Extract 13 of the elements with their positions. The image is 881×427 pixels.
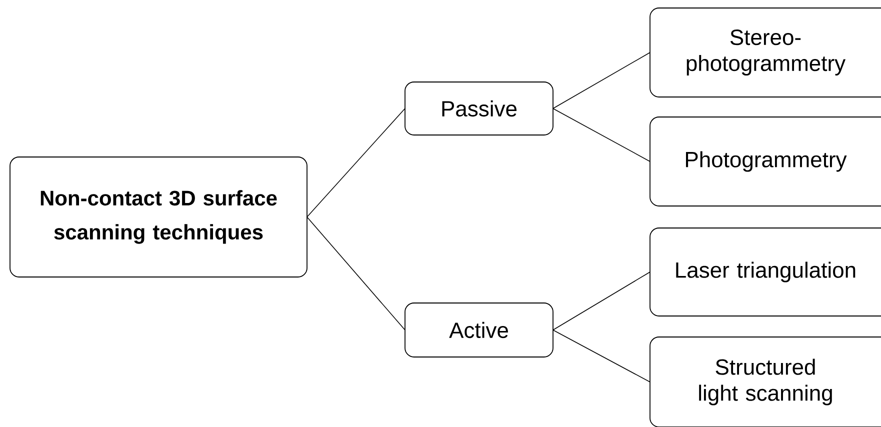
method-box: Photogrammetry xyxy=(650,116,881,206)
method-box: Structured light scanning xyxy=(650,336,881,427)
connector-line xyxy=(552,52,650,109)
connector-line xyxy=(552,272,650,330)
root-box: Non-contact 3D surface scanning techniques xyxy=(10,156,308,278)
connector-line xyxy=(552,330,650,382)
connector-line xyxy=(552,108,650,162)
method-box: Stereo-photogrammetry xyxy=(650,8,881,98)
connector-line xyxy=(306,216,406,330)
category-box: Passive xyxy=(404,82,554,136)
category-box: Active xyxy=(404,302,554,358)
connector-line xyxy=(306,108,406,218)
method-box: Laser triangulation xyxy=(650,228,881,316)
